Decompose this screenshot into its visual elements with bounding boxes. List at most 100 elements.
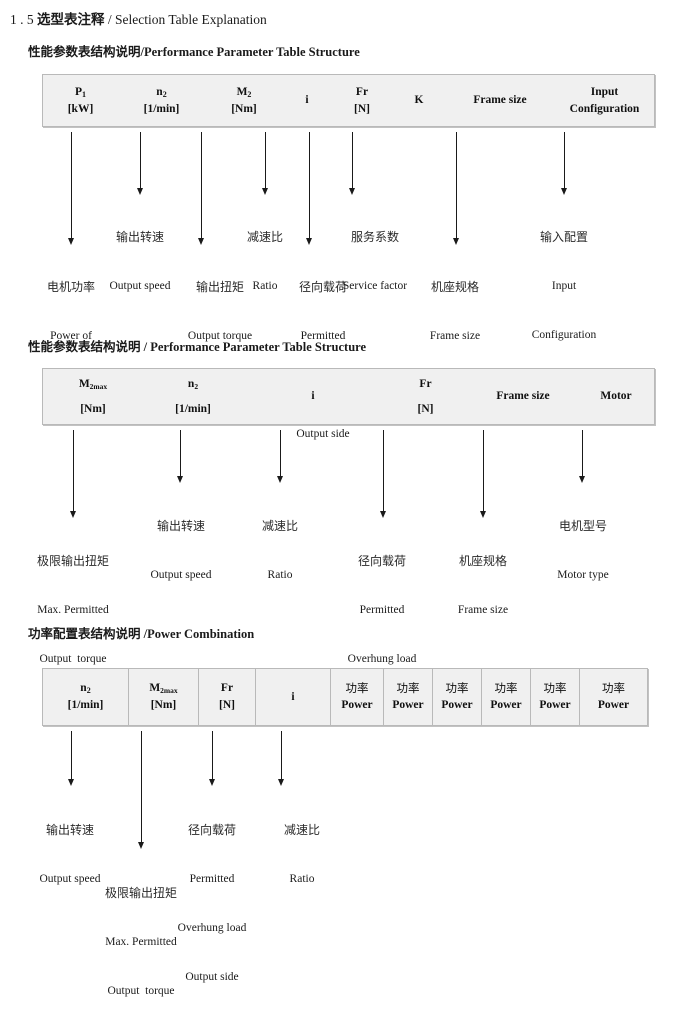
note-max-permitted-output-torque-en-1: Max. Permitted <box>37 604 109 617</box>
note-input-configuration-en-1: Input <box>551 280 577 293</box>
note-max-permitted-output-torque-3-en-2: Output torque <box>107 985 175 998</box>
table1-col-m2-subscript: 2 <box>247 89 252 99</box>
section-heading-2-cn: 性能参数表结构说明 <box>28 339 141 354</box>
note-frame-size-en-1: Frame size <box>429 330 481 343</box>
note-output-speed-3-cn: 输出转速 <box>45 822 95 837</box>
note-frame-size-2: 机座规格 Frame size <box>458 520 508 651</box>
table3-col-power-6-en: Power <box>597 699 630 711</box>
note-ratio-2-cn: 减速比 <box>261 518 299 533</box>
table2-col-fr-unit: [N] <box>417 402 434 415</box>
note-overhung-load-3-en-3: Output side <box>185 971 239 984</box>
section-heading-1-en: Performance Parameter Table Structure <box>144 45 360 59</box>
table2-col-n2-symbol: n2 <box>187 377 199 391</box>
note-ratio-3-cn: 减速比 <box>283 822 321 837</box>
table3-col-fr-unit: [N] <box>219 699 235 711</box>
table3-col-power-2-en: Power <box>392 699 424 711</box>
table1-col-input-configuration: Input Configuration <box>555 75 654 126</box>
page-title-cn: 选型表注释 <box>37 12 105 28</box>
table1-col-p1-symbol: P1 <box>74 85 87 99</box>
table3-col-power-6-cn: 功率 <box>602 681 625 696</box>
table1-col-frame-size: Frame size <box>445 75 555 126</box>
table3-col-m2max-symbol: M2max <box>149 682 178 696</box>
table3-col-power-6: 功率 Power <box>580 669 647 725</box>
note-ratio-3: 减速比 Ratio <box>284 789 320 920</box>
table3-col-power-1: 功率 Power <box>331 669 384 725</box>
table1-col-i-symbol: i <box>305 94 309 107</box>
note-frame-size: 机座规格 Frame size <box>430 246 480 377</box>
note-service-factor-en-1: Service factor <box>342 280 408 293</box>
note-output-speed-en-1: Output speed <box>109 280 171 293</box>
note-output-torque: 输出扭矩 Output torque <box>188 246 252 377</box>
note-frame-size-2-cn: 机座规格 <box>458 553 508 568</box>
table3-col-m2max: M2max [Nm] <box>129 669 199 725</box>
note-output-speed-3-en-1: Output speed <box>39 873 101 886</box>
table3-col-m2max-subscript: 2max <box>160 686 178 696</box>
power-combination-table: n2 [1/min] M2max [Nm] Fr [N] i 功率 Power … <box>42 668 648 726</box>
table1-col-input-configuration-line2: Configuration <box>569 102 640 115</box>
note-overhung-load-2-en-2: Overhung load <box>347 653 417 666</box>
table3-col-m2max-unit: [Nm] <box>150 699 177 711</box>
section-heading-1-separator: / <box>140 45 144 59</box>
performance-parameter-table-2: M2max [Nm] n2 [1/min] i Fr [N] Frame siz… <box>42 368 655 425</box>
page-title-separator: / <box>104 12 116 27</box>
table2-col-motor-symbol: Motor <box>600 390 632 403</box>
note-output-torque-cn: 输出扭矩 <box>195 279 245 294</box>
table1-col-fr-symbol: Fr <box>355 85 369 98</box>
section-heading-3-cn: 功率配置表结构说明 <box>28 626 141 641</box>
note-output-speed-2-en-1: Output speed <box>150 569 212 582</box>
table2-col-i: i <box>243 369 383 424</box>
table3-col-power-3-cn: 功率 <box>445 681 469 696</box>
table2-col-n2-unit: [1/min] <box>175 402 211 415</box>
arrow-to-frame-size <box>452 132 461 245</box>
arrow-to-power-of-motor <box>67 132 76 245</box>
arrow-to-ratio-3 <box>277 731 286 786</box>
table3-col-power-4-cn: 功率 <box>494 681 518 696</box>
note-ratio-en-1: Ratio <box>252 280 278 293</box>
note-power-of-motor-en-1: Power of <box>50 330 92 343</box>
table1-col-n2-symbol: n2 <box>156 85 167 99</box>
arrow-to-overhung-load-2 <box>379 430 388 518</box>
note-frame-size-cn: 机座规格 <box>430 279 480 294</box>
arrow-to-ratio-2 <box>276 430 285 483</box>
arrow-to-motor-type <box>578 430 587 483</box>
note-input-configuration: 输入配置 Input Configuration <box>532 196 597 376</box>
table1-col-frame-size-symbol: Frame size <box>473 94 527 107</box>
table3-col-power-2: 功率 Power <box>384 669 433 725</box>
note-max-permitted-output-torque-3-cn: 极限输出扭矩 <box>104 885 178 900</box>
note-ratio: 减速比 Ratio <box>247 196 283 327</box>
note-ratio-2-en-1: Ratio <box>267 569 293 582</box>
note-ratio-3-en-1: Ratio <box>289 873 315 886</box>
table3-col-i: i <box>256 669 331 725</box>
table3-col-fr: Fr [N] <box>199 669 256 725</box>
page-title: 1 . 5 选型表注释 / Selection Table Explanatio… <box>10 8 267 28</box>
note-motor-type-en-1: Motor type <box>557 569 609 582</box>
table1-col-m2-unit: [Nm] <box>231 102 257 115</box>
table1-col-m2: M2 [Nm] <box>205 75 283 126</box>
arrow-to-output-speed-2 <box>176 430 185 483</box>
arrow-to-overhung-load <box>305 132 314 245</box>
note-overhung-load-cn: 径向载荷 <box>298 279 348 294</box>
note-max-permitted-output-torque-3-en-1: Max. Permitted <box>105 936 177 949</box>
section-heading-3-en: Power Combination <box>147 627 255 641</box>
table2-col-fr: Fr [N] <box>383 369 468 424</box>
note-overhung-load-en-1: Permitted <box>300 330 346 343</box>
note-service-factor-cn: 服务系数 <box>350 229 400 244</box>
page-title-en: Selection Table Explanation <box>115 12 267 27</box>
table2-col-i-symbol: i <box>311 390 315 403</box>
note-ratio-cn: 减速比 <box>246 229 284 244</box>
note-output-torque-en-1: Output torque <box>187 330 253 343</box>
note-max-permitted-output-torque-cn: 极限输出扭矩 <box>36 553 110 568</box>
note-overhung-load-3-en-1: Permitted <box>189 873 235 886</box>
table3-col-power-5-en: Power <box>539 699 571 711</box>
arrow-to-output-torque <box>197 132 206 245</box>
note-input-configuration-en-2: Configuration <box>531 329 597 342</box>
note-frame-size-2-en-1: Frame size <box>457 604 509 617</box>
page-title-number: 1 . 5 <box>10 12 34 27</box>
table2-col-n2-subscript: 2 <box>194 381 199 391</box>
arrow-to-service-factor <box>348 132 357 195</box>
table2-col-n2: n2 [1/min] <box>143 369 243 424</box>
note-overhung-load-en-3: Output side <box>296 428 350 441</box>
arrow-to-output-speed <box>136 132 145 195</box>
document-page: 1 . 5 选型表注释 / Selection Table Explanatio… <box>10 8 655 997</box>
table2-col-m2max: M2max [Nm] <box>43 369 143 424</box>
